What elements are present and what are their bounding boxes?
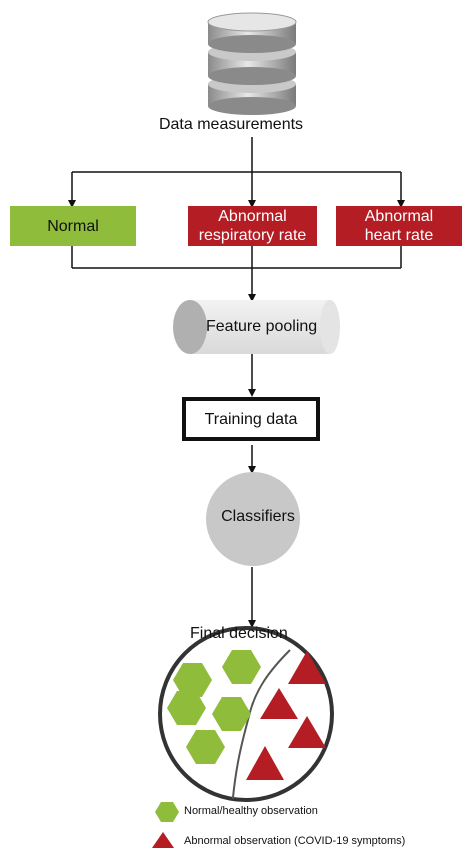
final-decision-label: Final decision — [190, 625, 288, 642]
hexagon-group — [167, 650, 261, 764]
normal-hexagon — [212, 697, 251, 731]
abnormal-heart-box: Abnormal heart rate — [336, 206, 462, 246]
final-decision-node — [158, 626, 334, 802]
abnormal-respiratory-box: Abnormal respiratory rate — [188, 206, 317, 246]
branch-connectors — [68, 137, 405, 208]
normal-hexagon — [222, 650, 261, 684]
database-icon — [207, 12, 297, 115]
abnormal-triangle — [288, 651, 326, 684]
merge-connectors — [71, 246, 402, 302]
triangle-group — [246, 651, 326, 780]
abnormal-triangle — [246, 746, 284, 780]
legend-hexagon-icon — [155, 802, 179, 822]
data-measurements-label: Data measurements — [158, 116, 304, 133]
training-data-box: Training data — [182, 397, 320, 441]
legend-triangle-icon — [152, 832, 174, 848]
abnormal-triangle — [260, 688, 298, 719]
classifiers-label: Classifiers — [221, 508, 295, 525]
normal-hexagon — [173, 663, 212, 697]
abnormal-respiratory-label: Abnormal respiratory rate — [198, 208, 307, 244]
normal-box: Normal — [10, 206, 136, 246]
normal-hexagon — [186, 730, 225, 764]
abnormal-heart-label: Abnormal heart rate — [364, 208, 434, 244]
legend-abnormal-label: Abnormal observation (COVID-19 symptoms) — [184, 835, 406, 847]
normal-hexagon — [167, 691, 206, 725]
feature-pooling-label: Feature pooling — [206, 318, 318, 335]
legend-normal-label: Normal/healthy observation — [184, 805, 318, 817]
abnormal-triangle — [288, 716, 326, 748]
feature-pooling-cylinder — [173, 300, 340, 354]
classifiers-node — [206, 472, 300, 566]
